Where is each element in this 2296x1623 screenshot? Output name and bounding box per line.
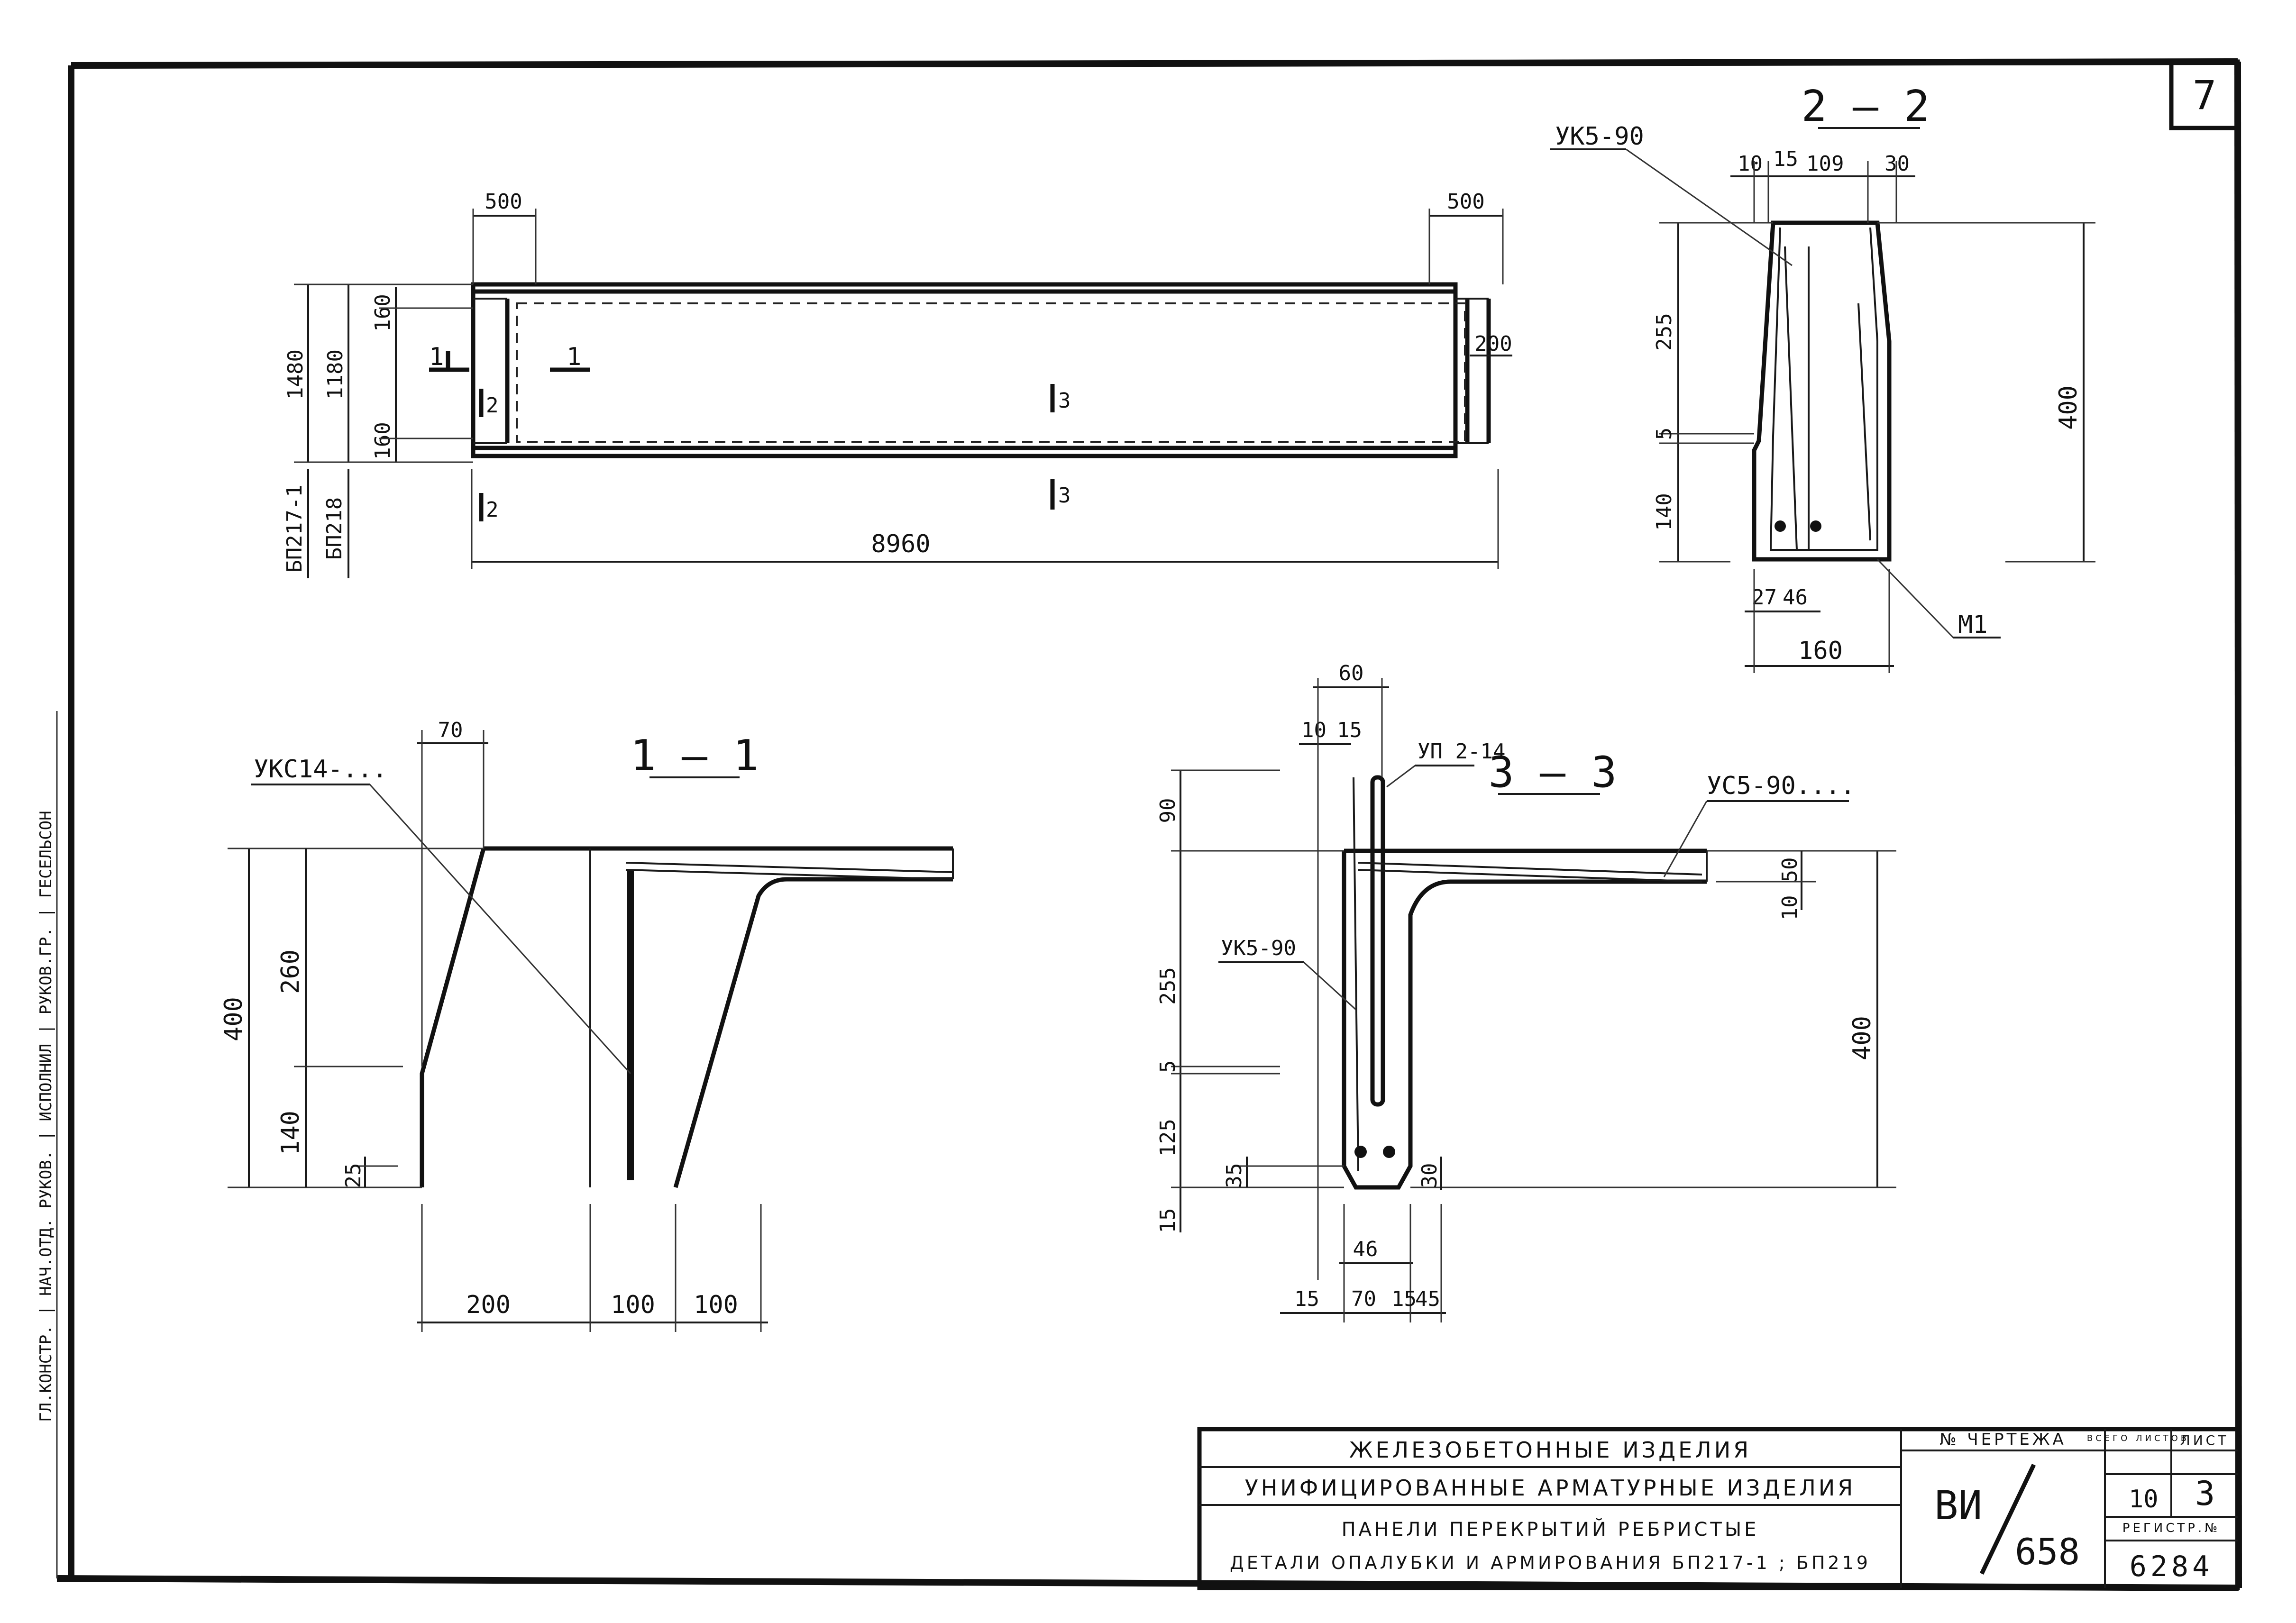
- s33-dim-height-total: 400: [1848, 1016, 1876, 1060]
- plan-view: 500 500 8960 1480 1180 160 160 БП217-1 Б…: [283, 190, 1512, 578]
- title-line-3: ПАНЕЛИ ПЕРЕКРЫТИЙ РЕБРИСТЫЕ: [1342, 1518, 1759, 1541]
- title-line-1: ЖЕЛЕЗОБЕТОННЫЕ ИЗДЕЛИЯ: [1349, 1437, 1751, 1463]
- plan-dim-right-end: 500: [1447, 190, 1484, 214]
- rebar-dot: [1775, 520, 1786, 532]
- section-3-3-outline: [1342, 851, 1707, 1190]
- s22-dim-bottom-b: 46: [1783, 585, 1808, 610]
- s22-dim-top-b: 15: [1773, 147, 1798, 171]
- s33-dim-top-b: 15: [1337, 718, 1362, 742]
- plan-dim-width-total: 1480: [284, 349, 308, 400]
- title-line-2: УНИФИЦИРОВАННЫЕ АРМАТУРНЫЕ ИЗДЕЛИЯ: [1245, 1475, 1856, 1501]
- rebar-dot: [1810, 520, 1821, 532]
- plan-cut-2-top: 2: [486, 393, 499, 418]
- s11-dim-height-total: 400: [220, 997, 248, 1041]
- s33-dim-bottom-b: 70: [1351, 1287, 1376, 1311]
- sheets-total: 10: [2129, 1485, 2159, 1514]
- s33-dim-top-width: 60: [1339, 661, 1364, 685]
- plan-dim-rib-bottom: 160: [371, 422, 395, 459]
- panel-inner-outline: [516, 302, 1466, 443]
- title-block: ЖЕЛЕЗОБЕТОННЫЕ ИЗДЕЛИЯ УНИФИЦИРОВАННЫЕ А…: [1197, 1427, 2240, 1590]
- s33-dim-height-mid: 5: [1156, 1060, 1180, 1073]
- s11-dim-bottom-a: 200: [466, 1291, 511, 1319]
- side-stamp: ГЛ.КОНСТР. | НАЧ.ОТД. РУКОВ. | ИСПОЛНИЛ …: [37, 811, 55, 1422]
- panel-outline: [471, 282, 1458, 458]
- plan-mark-variant-2: БП218: [322, 497, 347, 560]
- s33-dim-bottom-a: 15: [1294, 1287, 1319, 1311]
- section-2-2-callout-top: УК5-90: [1555, 122, 1644, 151]
- plan-cut-2-bottom: 2: [486, 498, 499, 522]
- s33-dim-slab-step: 10: [1778, 895, 1802, 921]
- plan-mark-variant-1: БП217-1: [283, 484, 307, 572]
- s33-dim-inner: 46: [1353, 1237, 1378, 1261]
- rebar-dot: [1354, 1146, 1367, 1158]
- sheet-number: 7: [2193, 72, 2217, 119]
- plan-cut-3-top: 3: [1058, 389, 1071, 413]
- reg-no: 6284: [2130, 1550, 2214, 1583]
- s33-dim-height-lower: 125: [1156, 1119, 1180, 1156]
- sheet-no: 3: [2195, 1474, 2215, 1513]
- s11-dim-top-offset: 70: [438, 718, 463, 742]
- s33-dim-bottom-gap: 15: [1156, 1208, 1180, 1233]
- s22-dim-base-width: 160: [1798, 637, 1843, 665]
- title-line-4: ДЕТАЛИ ОПАЛУБКИ И АРМИРОВАНИЯ БП217-1 ; …: [1230, 1552, 1871, 1573]
- sheet-label: ЛИСТ: [2180, 1432, 2229, 1448]
- section-3-3-title: 3 — 3: [1489, 748, 1617, 797]
- plan-dim-overall: 8960: [871, 530, 930, 558]
- plan-cut-1-right: 1: [567, 343, 581, 371]
- section-1-1-callout: УКС14-...: [254, 755, 387, 784]
- s22-dim-height-mid: 5: [1652, 428, 1676, 440]
- s33-dim-bottom-d: 45: [1415, 1287, 1440, 1311]
- section-2-2: 2 — 2 УК5-90 10 15 109 30 255 5 140: [1550, 82, 2095, 673]
- section-1-1: 1 — 1 400 260 140 25 70 УКС14-...: [220, 718, 954, 1332]
- drawing-no-a: ВИ: [1934, 1482, 1982, 1529]
- s11-dim-base-step: 25: [341, 1163, 366, 1188]
- s33-dim-up-projection: 90: [1156, 798, 1180, 823]
- section-2-2-callout-bottom: М1: [1958, 611, 1988, 639]
- s33-dim-slab: 50: [1778, 857, 1802, 883]
- plan-cut-1-left: 1: [429, 343, 444, 371]
- s33-dim-height-upper: 255: [1156, 967, 1180, 1004]
- s33-dim-top-a: 10: [1301, 718, 1326, 742]
- sheets-total-label: ВСЕГО ЛИСТОВ: [2087, 1433, 2189, 1443]
- s11-dim-bottom-c: 100: [694, 1291, 738, 1319]
- section-3-3-callout-top: УП 2-14: [1418, 739, 1505, 764]
- plan-dim-width-inner: 1180: [323, 349, 348, 400]
- rebar-dot: [1383, 1146, 1395, 1158]
- s22-dim-height-lower: 140: [1652, 493, 1676, 530]
- s11-dim-height-upper: 260: [276, 949, 305, 994]
- s33-dim-bottom-c: 15: [1391, 1287, 1417, 1311]
- section-1-1-title: 1 — 1: [631, 731, 759, 781]
- s22-dim-top-c: 109: [1806, 152, 1844, 176]
- section-3-3-callout-mid: УК5-90: [1221, 936, 1296, 960]
- drawing-no-label: № ЧЕРТЕЖА: [1939, 1430, 2067, 1449]
- loop-up-2-14: [1370, 775, 1385, 1107]
- sheet-number-box: [2169, 59, 2240, 130]
- reg-label: РЕГИСТР.№: [2122, 1521, 2220, 1535]
- section-3-3-callout-right: УС5-90....: [1707, 772, 1855, 800]
- section-2-2-title: 2 — 2: [1802, 82, 1930, 131]
- section-2-2-outline: [1752, 220, 1892, 562]
- s22-dim-top-a: 10: [1738, 152, 1763, 176]
- section-3-3: 3 — 3 60 10 15 УП 2-14 УС5-90.... УК5-90: [1156, 661, 1896, 1322]
- s22-dim-height-total: 400: [2054, 385, 2083, 430]
- plan-dim-end-rib: 200: [1474, 332, 1512, 356]
- s11-dim-height-lower: 140: [276, 1111, 305, 1155]
- s33-dim-right-step: 30: [1418, 1163, 1442, 1188]
- s22-dim-height-upper: 255: [1652, 313, 1676, 350]
- plan-dim-rib-top: 160: [371, 294, 395, 331]
- drawing-no-b: 658: [2015, 1531, 2080, 1573]
- plan-dim-left-end: 500: [485, 190, 522, 214]
- s11-dim-bottom-b: 100: [611, 1291, 655, 1319]
- s22-dim-bottom-a: 27: [1752, 585, 1777, 610]
- s33-dim-base-step: 35: [1222, 1163, 1246, 1188]
- plan-cut-3-bottom: 3: [1058, 483, 1071, 508]
